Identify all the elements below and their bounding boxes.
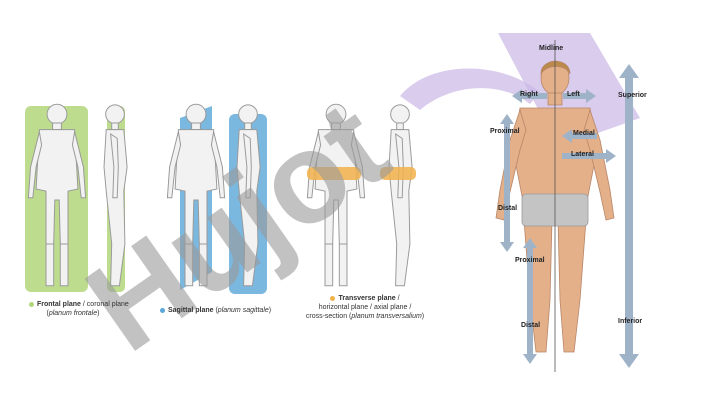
transverse-alt: horizontal plane / axial plane / bbox=[318, 304, 412, 311]
superior-inferior-arrow bbox=[619, 64, 639, 368]
medial-lateral-arrows bbox=[562, 129, 616, 163]
label-midline: Midline bbox=[539, 45, 564, 52]
label-distal-lower: Distal bbox=[521, 322, 541, 329]
label-proximal-upper: Proximal bbox=[490, 128, 520, 135]
label-distal-upper: Distal bbox=[498, 205, 518, 212]
frontal-name: Frontal plane bbox=[37, 301, 81, 308]
frontal-color-dot bbox=[29, 301, 34, 307]
caption-transverse: Transverse plane / horizontal plane / ax… bbox=[305, 295, 425, 320]
transverse-alt2: cross-section bbox=[305, 313, 348, 320]
frontal-plane-group bbox=[25, 103, 128, 292]
midline-curve-arrow bbox=[400, 68, 540, 110]
label-superior: Superior bbox=[618, 92, 647, 99]
transverse-name: Transverse plane bbox=[338, 295, 396, 302]
label-medial: Medial bbox=[573, 130, 595, 137]
sagittal-plane-group bbox=[166, 103, 267, 294]
label-proximal-lower: Proximal bbox=[515, 257, 545, 264]
midline-band bbox=[498, 33, 640, 148]
label-lateral: Lateral bbox=[571, 151, 594, 158]
upper-limb-arrow bbox=[500, 114, 514, 252]
caption-frontal: Frontal plane / coronal plane (planum fr… bbox=[29, 301, 129, 317]
transverse-latin: planum transversalium bbox=[351, 313, 422, 320]
label-inferior: Inferior bbox=[618, 318, 643, 325]
caption-sagittal: Sagittal plane (planum sagittale) bbox=[160, 306, 290, 315]
transverse-plane-group bbox=[306, 103, 416, 287]
lower-limb-arrow bbox=[523, 238, 537, 364]
right-left-arrows bbox=[512, 89, 596, 103]
hair bbox=[540, 60, 571, 76]
transverse-plane-side bbox=[380, 167, 416, 180]
label-right: Right bbox=[520, 91, 538, 98]
frontal-latin: planum frontale bbox=[48, 310, 98, 317]
sagittal-color-dot bbox=[160, 307, 165, 313]
frontal-alt: coronal plane bbox=[86, 301, 129, 308]
sagittal-latin: planum sagittale bbox=[217, 307, 269, 314]
sagittal-name: Sagittal plane bbox=[168, 307, 214, 314]
anatomical-figure bbox=[400, 33, 640, 372]
transverse-color-dot bbox=[330, 295, 336, 301]
label-left: Left bbox=[567, 91, 580, 98]
leg-left bbox=[557, 219, 587, 353]
transverse-plane-front bbox=[307, 167, 361, 180]
